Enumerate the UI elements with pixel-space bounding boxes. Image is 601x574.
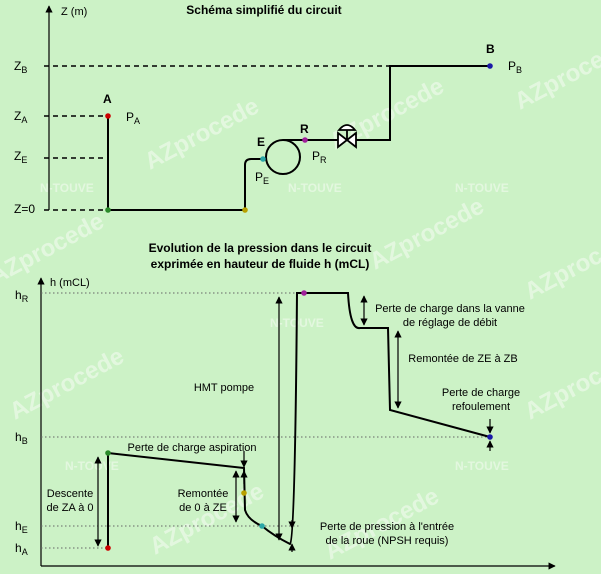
level-label-z0: Z=0	[14, 202, 35, 216]
annotation-hmt: HMT pompe	[194, 382, 254, 394]
annotation-refoulement-line1: Perte de charge	[442, 387, 520, 399]
bottom-title-line1: Evolution de la pression dans le circuit	[149, 241, 372, 255]
watermark-ntouve: N-TOUVE	[455, 459, 509, 473]
curve-point-e	[259, 523, 265, 529]
point-bottom-marker	[105, 207, 111, 213]
watermark-group: AZprocede AZprocede AZprocede AZprocede …	[0, 33, 601, 566]
curve-point-a	[105, 545, 111, 551]
annotation-remontee-ze-zb: Remontée de ZE à ZB	[408, 353, 517, 365]
curve-point-b	[487, 434, 493, 440]
watermark-azprocede: AZprocede	[510, 33, 601, 116]
level-label-hr: hR	[15, 288, 29, 304]
annotation-remontee-0-ze-line2: de 0 à ZE	[179, 502, 227, 514]
point-label-b: B	[486, 42, 495, 56]
annotation-vanne-line2: de réglage de débit	[403, 317, 497, 329]
h-axis-label: h (mCL)	[50, 277, 90, 289]
control-valve-icon	[337, 124, 357, 149]
watermark-azprocede: AZprocede	[365, 193, 488, 276]
watermark-ntouve: N-TOUVE	[40, 181, 94, 195]
level-label-ha: hA	[15, 541, 28, 557]
watermark-ntouve: N-TOUVE	[455, 181, 509, 195]
curve-point-low-bend	[241, 490, 247, 496]
point-e-marker	[260, 156, 266, 162]
watermark-azprocede: AZprocede	[520, 223, 601, 306]
level-label-ze: ZE	[14, 149, 27, 165]
annotation-refoulement-line2: refoulement	[452, 401, 510, 413]
watermark-azprocede: AZprocede	[520, 343, 601, 426]
point-r-marker	[302, 137, 308, 143]
annotation-remontee-0-ze-line1: Remontée	[178, 488, 229, 500]
annotation-vanne-line1: Perte de charge dans la vanne	[375, 303, 525, 315]
pressure-label-pa: PA	[126, 110, 140, 126]
annotation-aspiration: Perte de charge aspiration	[127, 442, 256, 454]
point-label-a: A	[103, 92, 112, 106]
level-label-hb: hB	[15, 430, 28, 446]
watermark-ntouve: N-TOUVE	[288, 181, 342, 195]
level-label-za: ZA	[14, 109, 27, 125]
annotation-npsh-line2: de la roue (NPSH requis)	[326, 535, 449, 547]
level-label-zb: ZB	[14, 59, 27, 75]
pressure-label-pe: PE	[255, 170, 269, 186]
point-low-bend-marker	[242, 207, 248, 213]
discharge-pipe-2	[356, 65, 490, 141]
point-a-marker	[105, 113, 111, 119]
bottom-title-line2: exprimée en hauteur de fluide h (mCL)	[151, 257, 370, 271]
top-title: Schéma simplifié du circuit	[186, 3, 341, 17]
curve-point-bottom	[105, 450, 111, 456]
z-axis-label: Z (m)	[61, 6, 87, 18]
point-label-e: E	[257, 135, 265, 149]
pump-icon	[265, 139, 301, 175]
suction-pipe	[107, 116, 263, 211]
point-b-marker	[487, 63, 493, 69]
annotation-npsh-line1: Perte de pression à l'entrée	[320, 521, 454, 533]
annotation-descente-line2: de ZA à 0	[46, 502, 93, 514]
curve-point-r	[301, 290, 307, 296]
point-label-r: R	[300, 122, 309, 136]
level-label-he: hE	[15, 519, 28, 535]
pressure-label-pr: PR	[312, 149, 327, 165]
pressure-curve	[107, 292, 491, 548]
watermark-ntouve: N-TOUVE	[65, 459, 119, 473]
pressure-label-pb: PB	[508, 59, 522, 75]
annotation-descente-line1: Descente	[47, 488, 93, 500]
watermark-azprocede: AZprocede	[5, 343, 128, 426]
